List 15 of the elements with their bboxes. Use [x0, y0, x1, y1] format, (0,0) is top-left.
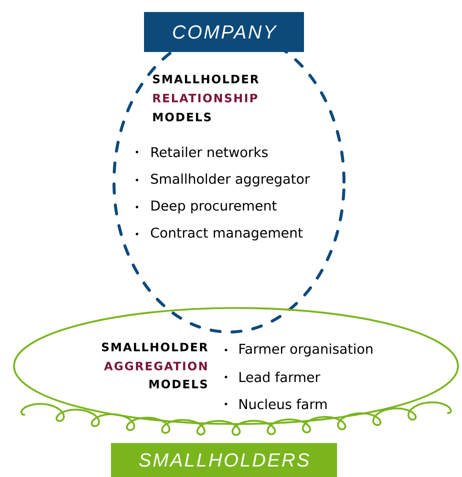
- bullet-item: Deep procurement: [136, 200, 277, 214]
- bullet-item: Lead farmer: [224, 372, 320, 382]
- label-box: COMPANY: [144, 12, 304, 52]
- bullet-item: Farmer organisation: [224, 343, 372, 357]
- bullet-item: Nucleus farm: [224, 398, 327, 410]
- heading: MODELS: [153, 112, 211, 122]
- label-box: SMALLHOLDERS: [111, 443, 337, 477]
- bullet-item: Contract management: [136, 228, 303, 240]
- heading: AGGREGATION: [104, 362, 207, 370]
- heading: SMALLHOLDER: [153, 74, 259, 84]
- bullet-item: Retailer networks: [136, 146, 268, 158]
- heading: MODELS: [149, 380, 207, 388]
- bullet-item: Smallholder aggregator: [136, 173, 310, 187]
- heading: RELATIONSHIP: [153, 94, 258, 102]
- heading: SMALLHOLDER: [102, 342, 208, 352]
